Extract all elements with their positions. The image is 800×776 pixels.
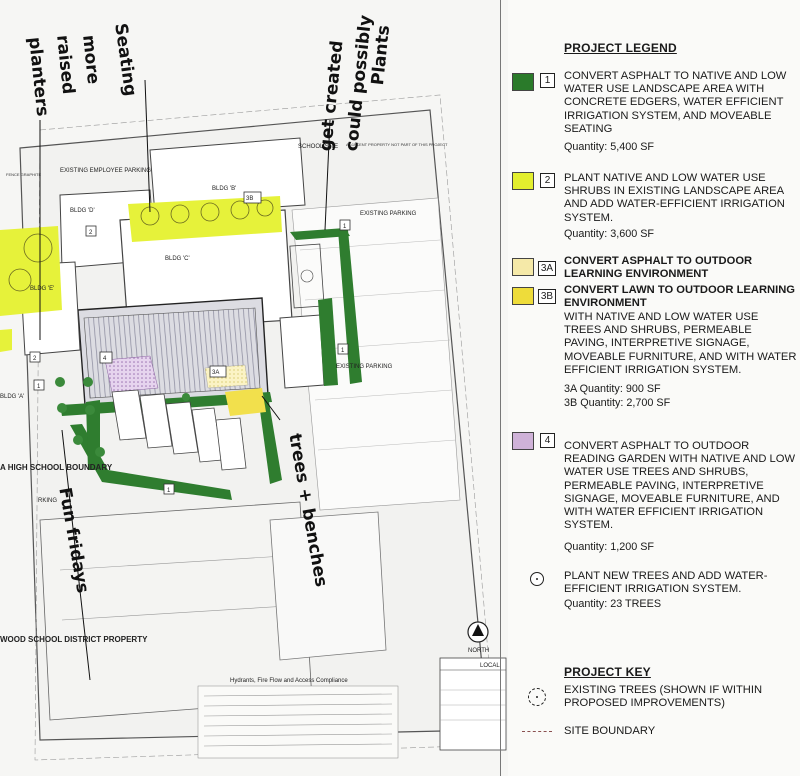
existing-parking-area — [291, 197, 461, 511]
hydrant-compliance-title: Hydrants, Fire Flow and Access Complianc… — [230, 678, 348, 684]
legend-number-3b: 3B — [538, 289, 556, 304]
adjacent-property-label: ADJACENT PROPERTY NOT PART OF THIS PROJE… — [346, 142, 448, 147]
legend-number-2: 2 — [540, 173, 555, 188]
school-site-label: SCHOOL SITE — [298, 144, 338, 150]
north-arrow — [467, 621, 489, 643]
legend-text-4: CONVERT ASPHALT TO OUTDOOR READING GARDE… — [564, 440, 796, 532]
legend-text-3a: CONVERT ASPHALT TO OUTDOOR LEARNING ENVI… — [564, 255, 798, 281]
basketball-court — [289, 243, 325, 309]
local-label: LOCAL — [480, 663, 500, 669]
legend-swatch-4 — [512, 432, 534, 450]
site-boundary-line-icon — [522, 731, 552, 732]
legend-qty-3a: 3A Quantity: 900 SF — [564, 383, 661, 395]
svg-text:3A: 3A — [212, 370, 219, 376]
annotation-leaders — [39, 79, 331, 681]
legend-qty-2: Quantity: 3,600 SF — [564, 228, 655, 240]
district-property-lines — [39, 501, 387, 721]
key-site-boundary-text: SITE BOUNDARY — [564, 725, 656, 737]
callout-tags: 3B 4 3A 1 1 1 1 2 2 — [29, 191, 351, 495]
svg-text:1: 1 — [341, 348, 345, 354]
parking-label: RKING — [38, 498, 57, 504]
legend-swatch-2 — [512, 172, 534, 190]
legend-text-3b-bold: CONVERT LAWN TO OUTDOOR LEARNING ENVIRON… — [564, 284, 795, 310]
legend-title: PROJECT LEGEND — [564, 41, 677, 55]
svg-text:1: 1 — [167, 488, 171, 494]
svg-text:3B: 3B — [246, 196, 253, 202]
existing-parking-label-2: EXISTING PARKING — [336, 364, 393, 370]
existing-parking-label-1: EXISTING PARKING — [360, 211, 417, 217]
legend-number-1: 1 — [540, 73, 555, 88]
title-block — [439, 657, 507, 751]
legend-text-3-detail: WITH NATIVE AND LOW WATER USE TREES AND … — [564, 311, 797, 376]
sheet-divider — [500, 0, 501, 776]
zone-2-shrub-areas — [0, 196, 282, 352]
legend-text-2: PLANT NATIVE AND LOW WATER USE SHRUBS IN… — [564, 172, 785, 224]
district-property-label: WOOD SCHOOL DISTRICT PROPERTY — [0, 635, 148, 644]
legend-qty-4: Quantity: 1,200 SF — [564, 541, 655, 553]
key-existing-trees-text: EXISTING TREES (SHOWN IF WITHIN PROPOSED… — [564, 684, 763, 710]
hydrant-notes — [197, 685, 399, 759]
high-school-boundary-label: A HIGH SCHOOL BOUNDARY — [0, 463, 113, 472]
svg-text:4: 4 — [103, 356, 107, 362]
legend-swatch-3b — [512, 287, 534, 305]
legend-number-3a: 3A — [538, 261, 556, 276]
legend-qty-1: Quantity: 5,400 SF — [564, 141, 655, 153]
project-legend-panel: PROJECT LEGEND 1 CONVERT ASPHALT TO NATI… — [508, 0, 800, 776]
legend-text-1: CONVERT ASPHALT TO NATIVE AND LOW WATER … — [564, 70, 787, 135]
legend-number-4: 4 — [540, 433, 555, 448]
svg-text:1: 1 — [343, 224, 347, 230]
svg-text:2: 2 — [89, 230, 93, 236]
legend-qty-3b: 3B Quantity: 2,700 SF — [564, 397, 671, 409]
zone-3-and-4-areas — [104, 355, 266, 416]
project-key-title: PROJECT KEY — [564, 665, 651, 679]
legend-swatch-1 — [512, 73, 534, 91]
fence-graphite-label: FENCE GRAPHITE — [6, 172, 41, 177]
legend-text-trees: PLANT NEW TREES AND ADD WATER-EFFICIENT … — [564, 570, 768, 596]
legend-qty-trees: Quantity: 23 TREES — [564, 598, 662, 610]
existing-tree-icon — [528, 688, 546, 706]
new-tree-icon — [530, 572, 544, 586]
new-tree-markers — [55, 377, 190, 457]
legend-text-3b: CONVERT LAWN TO OUTDOOR LEARNING ENVIRON… — [564, 284, 798, 310]
legend-swatch-3a — [512, 258, 534, 276]
bldg-e-label: BLDG 'E' — [30, 286, 54, 292]
bldg-a-label: BLDG 'A' — [0, 394, 24, 400]
svg-text:1: 1 — [37, 384, 41, 390]
svg-text:2: 2 — [33, 356, 37, 362]
bldg-c-label: BLDG 'C' — [165, 256, 190, 262]
portable-classrooms — [111, 389, 247, 471]
bldg-d-label: BLDG 'D' — [70, 208, 95, 214]
north-label: NORTH — [468, 648, 489, 654]
bldg-b-label: BLDG 'B' — [212, 186, 236, 192]
legend-text-3a-bold: CONVERT ASPHALT TO OUTDOOR LEARNING ENVI… — [564, 255, 753, 281]
existing-employee-parking-label: EXISTING EMPLOYEE PARKING — [60, 168, 151, 174]
